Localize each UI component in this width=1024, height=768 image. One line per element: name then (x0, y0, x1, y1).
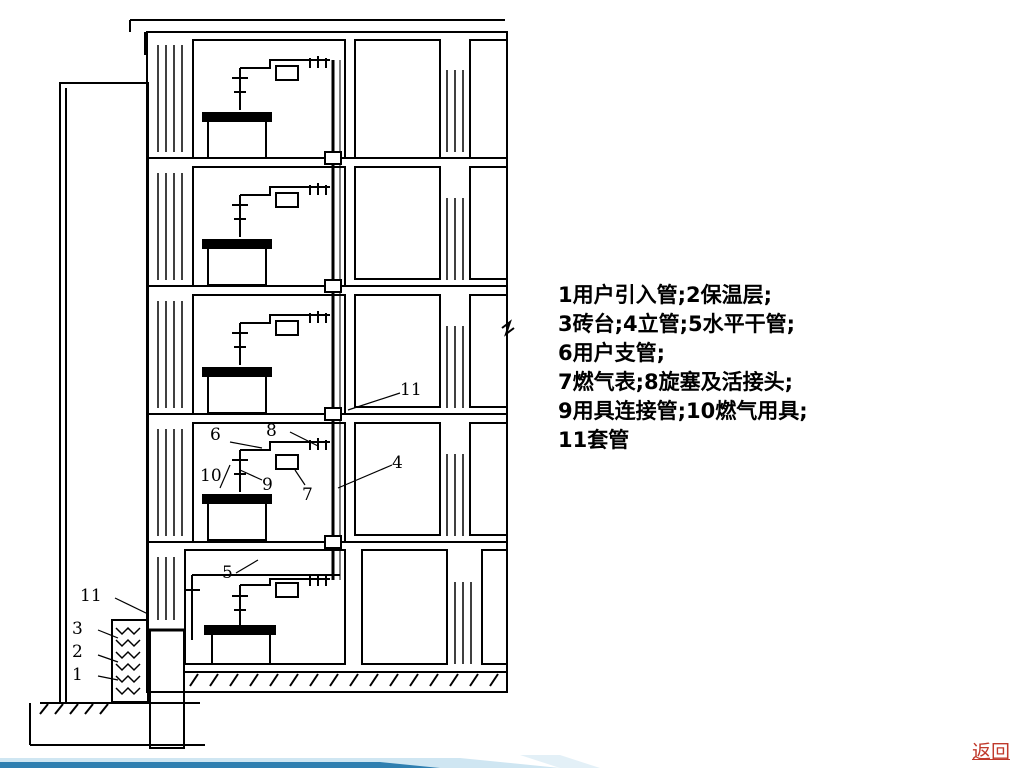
callout-1: 1 (72, 665, 83, 685)
callout-4: 4 (392, 453, 403, 473)
appliance-set-floor-2 (202, 438, 330, 541)
callout-2: 2 (72, 642, 83, 662)
appliance-set-floor-1 (204, 574, 330, 665)
appliance-set-floor-4 (202, 183, 330, 286)
room-floor-4 (192, 166, 346, 287)
legend-line: 3砖台;4立管;5水平干管; (558, 312, 796, 336)
callout-8: 8 (266, 421, 277, 441)
legend-line: 6用户支管; (558, 341, 666, 365)
callout-5: 5 (222, 563, 233, 583)
room-floor-1 (184, 549, 346, 665)
building-outline (146, 31, 508, 693)
legend-line: 7燃气表;8旋塞及活接头; (558, 370, 794, 394)
legend-line: 9用具连接管;10燃气用具; (558, 399, 808, 423)
left-shaft (59, 82, 149, 704)
legend-line: 11套管 (558, 428, 630, 452)
callout-11-top: 11 (400, 380, 422, 400)
room-floor-2 (192, 422, 346, 543)
appliance-set-floor-3 (202, 311, 330, 414)
callout-6: 6 (210, 425, 221, 445)
entry-pipe (149, 629, 185, 749)
callout-7: 7 (302, 485, 313, 505)
back-link[interactable]: 返回 (971, 741, 1010, 763)
decorative-bottom-band (0, 755, 600, 768)
callout-9: 9 (262, 475, 273, 495)
appliance-set-floor-5 (202, 56, 330, 159)
callout-3: 3 (72, 619, 83, 639)
room-floor-3 (192, 294, 346, 415)
room-floor-5 (192, 39, 346, 159)
legend: 1用户引入管;2保温层; 3砖台;4立管;5水平干管; 6用户支管; 7燃气表;… (558, 281, 808, 455)
legend-line: 1用户引入管;2保温层; (558, 283, 773, 307)
callout-10: 10 (200, 466, 222, 486)
brick-stand (111, 619, 149, 703)
callout-11-bottom: 11 (80, 586, 102, 606)
